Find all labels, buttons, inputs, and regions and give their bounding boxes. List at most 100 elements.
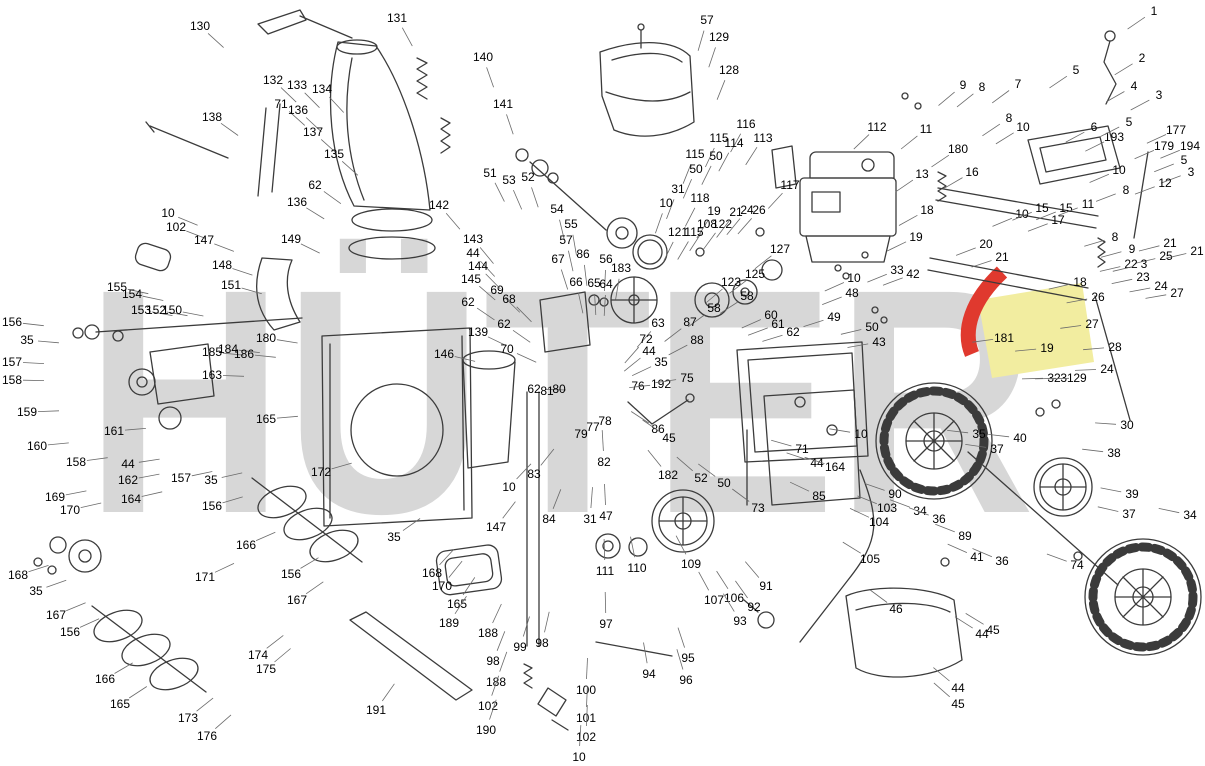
part-label: 5 <box>1181 153 1188 167</box>
part-label: 177 <box>1166 123 1186 137</box>
leader-line <box>956 93 974 108</box>
part-label: 3 <box>1156 88 1163 102</box>
leader-line <box>1074 369 1097 371</box>
leader-line <box>544 388 567 391</box>
part-label: 140 <box>473 50 493 64</box>
part-label: 123 <box>721 275 741 289</box>
part-label: 165 <box>110 697 130 711</box>
part-label: 10 <box>854 427 868 441</box>
leader-line <box>895 179 914 193</box>
part-label: 97 <box>599 617 613 631</box>
part-label: 182 <box>658 468 678 482</box>
part-label: 41 <box>970 550 984 564</box>
part-label: 165 <box>447 597 467 611</box>
leader-line <box>151 311 173 316</box>
impeller-drive-drawing <box>515 148 783 353</box>
part-label: 51 <box>483 166 497 180</box>
part-label: 139 <box>468 325 488 339</box>
leader-line <box>684 207 696 227</box>
part-label: 62 <box>461 295 475 309</box>
part-label: 42 <box>906 267 920 281</box>
leader-line <box>544 611 550 633</box>
part-label: 156 <box>60 625 80 639</box>
part-label: 20 <box>979 237 993 251</box>
leader-line <box>737 218 753 235</box>
leader-line <box>502 501 516 519</box>
leader-line <box>138 458 160 463</box>
part-label: 50 <box>689 162 703 176</box>
leader-line <box>560 269 569 290</box>
leader-line <box>22 362 45 364</box>
part-label: 99 <box>513 640 527 654</box>
leader-line <box>666 199 675 220</box>
leader-line <box>716 80 726 100</box>
leader-line <box>1154 163 1174 173</box>
part-label: 62 <box>497 317 511 331</box>
leader-line <box>214 563 235 573</box>
leader-line <box>37 340 59 344</box>
part-label: 10 <box>1112 163 1126 177</box>
part-label: 9 <box>960 78 967 92</box>
leader-line <box>568 250 574 272</box>
part-label: 64 <box>599 277 613 291</box>
leader-line <box>288 111 306 126</box>
part-label: 27 <box>1085 317 1099 331</box>
leader-line <box>1057 207 1078 216</box>
leader-line <box>448 560 463 578</box>
leader-line <box>908 507 929 516</box>
part-label: 44 <box>975 627 989 641</box>
leader-line <box>80 502 102 508</box>
leader-line <box>401 27 413 47</box>
part-label: 18 <box>920 203 934 217</box>
part-label: 6 <box>1091 120 1098 134</box>
part-label: 102 <box>576 730 596 744</box>
leader-line <box>304 92 320 108</box>
part-label: 35 <box>972 427 986 441</box>
leader-line <box>1134 150 1155 160</box>
leader-line <box>754 255 772 270</box>
part-label: 37 <box>990 442 1004 456</box>
leader-line <box>300 243 320 254</box>
part-label: 184 <box>218 342 238 356</box>
part-label: 80 <box>552 382 566 396</box>
leader-line <box>689 233 702 252</box>
leader-line <box>615 278 620 300</box>
leader-line <box>578 292 584 314</box>
leader-line <box>166 311 188 317</box>
leader-line <box>604 591 607 614</box>
leader-line <box>489 699 497 720</box>
leader-line <box>804 456 825 464</box>
part-label: 35 <box>654 355 668 369</box>
leader-line <box>655 213 663 234</box>
part-label: 145 <box>461 272 481 286</box>
leader-line <box>803 319 824 327</box>
leader-line <box>47 442 69 446</box>
leader-line <box>701 165 712 185</box>
part-label: 36 <box>932 512 946 526</box>
leader-line <box>723 593 735 612</box>
part-label: 156 <box>2 315 22 329</box>
auger-right-drawing <box>251 477 363 563</box>
part-label: 91 <box>759 579 773 593</box>
leader-line <box>191 471 213 477</box>
leader-line <box>178 216 198 226</box>
part-label: 8 <box>979 80 986 94</box>
leader-line <box>744 561 760 578</box>
part-label: 152 <box>146 303 166 317</box>
leader-line <box>491 675 500 696</box>
part-label: 87 <box>683 315 697 329</box>
leader-line <box>142 295 164 301</box>
part-label: 180 <box>256 331 276 345</box>
part-label: 44 <box>121 457 135 471</box>
part-label: 31 <box>671 182 685 196</box>
part-label: 19 <box>707 204 721 218</box>
part-label: 53 <box>502 173 516 187</box>
part-label: 82 <box>597 455 611 469</box>
leader-line <box>1095 422 1117 425</box>
part-label: 18 <box>1073 275 1087 289</box>
part-label: 10 <box>1016 120 1030 134</box>
part-label: 141 <box>493 97 513 111</box>
leader-line <box>559 219 565 241</box>
leader-line <box>735 580 748 599</box>
part-label: 98 <box>535 636 549 650</box>
